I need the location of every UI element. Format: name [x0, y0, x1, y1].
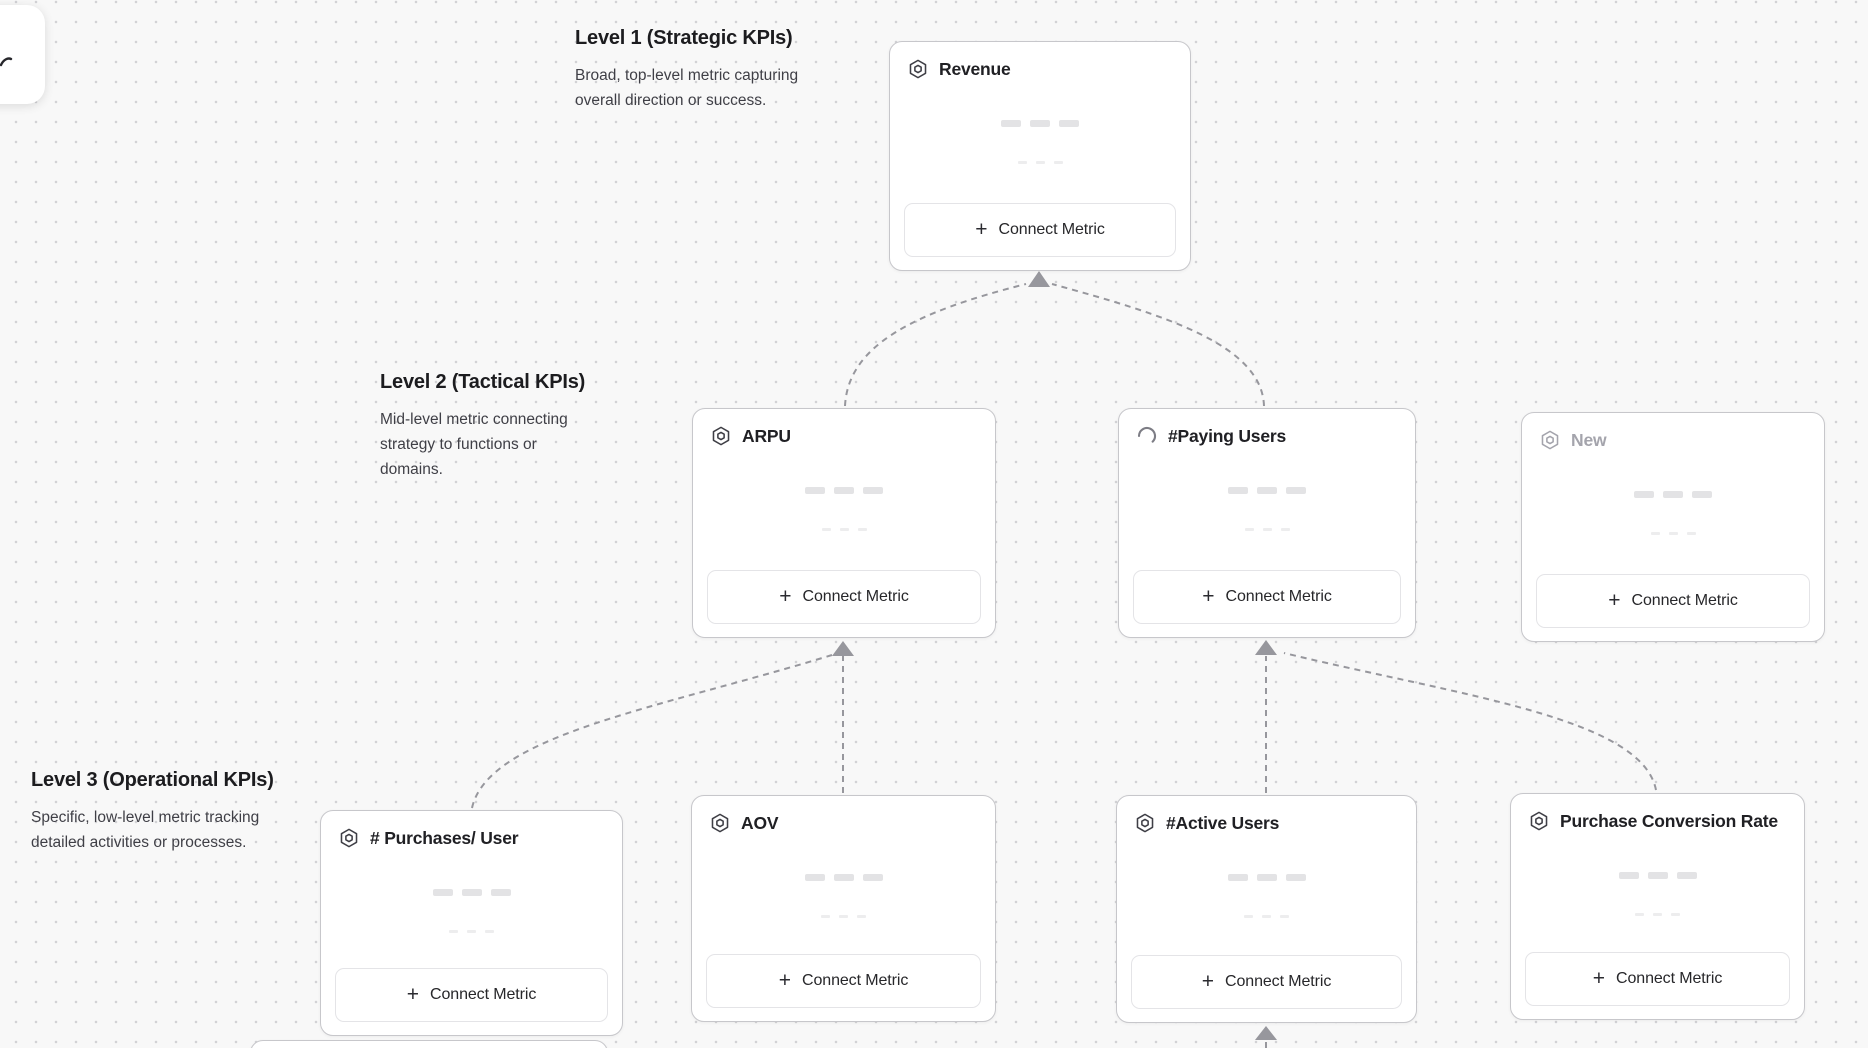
connect-metric-label: Connect Metric — [1225, 973, 1332, 990]
metric-card-paying-users[interactable]: #Paying Users + Connect Metric — [1118, 408, 1416, 638]
plus-icon: + — [1592, 966, 1606, 990]
connector-paying-revenue — [1051, 283, 1265, 407]
card-header: AOV — [709, 812, 779, 834]
metric-card-arpu[interactable]: ARPU + Connect Metric — [692, 408, 996, 638]
hexagon-metric-icon — [1539, 429, 1561, 451]
metric-card-active-users[interactable]: #Active Users + Connect Metric — [1116, 795, 1417, 1023]
metric-placeholder — [1522, 532, 1824, 535]
metric-placeholder — [692, 874, 995, 881]
card-header: Revenue — [907, 58, 1011, 80]
level-1-label: Level 1 (Strategic KPIs) Broad, top-leve… — [575, 27, 825, 113]
cursor-tool-button[interactable] — [0, 5, 45, 104]
metric-card-purchases-per-user[interactable]: # Purchases/ User + Connect Metric — [320, 810, 623, 1036]
connect-metric-button[interactable]: + Connect Metric — [904, 203, 1176, 257]
metric-card-aov[interactable]: AOV + Connect Metric — [691, 795, 996, 1022]
level-1-title: Level 1 (Strategic KPIs) — [575, 27, 793, 49]
plus-icon: + — [1608, 588, 1621, 612]
connector-purchases-arpu — [471, 654, 833, 809]
metric-placeholder — [693, 528, 995, 531]
connect-metric-label: Connect Metric — [998, 221, 1105, 238]
metric-placeholder — [1117, 915, 1416, 918]
card-title: Revenue — [939, 58, 1011, 79]
card-header: ARPU — [710, 425, 791, 447]
connect-metric-button[interactable]: + Connect Metric — [707, 570, 981, 624]
connector-pcr-paying — [1283, 652, 1657, 791]
level-3-title: Level 3 (Operational KPIs) — [31, 769, 274, 791]
card-title: ARPU — [742, 425, 791, 446]
connect-metric-button[interactable]: + Connect Metric — [1525, 952, 1790, 1006]
connect-metric-label: Connect Metric — [802, 972, 909, 989]
connect-metric-label: Connect Metric — [430, 986, 537, 1003]
plus-icon: + — [975, 217, 988, 241]
connect-metric-label: Connect Metric — [802, 588, 909, 605]
card-title: #Paying Users — [1168, 425, 1287, 446]
level-2-description: Mid-level metric connecting strategy to … — [380, 411, 568, 478]
metric-placeholder — [1117, 874, 1416, 881]
plus-icon: + — [779, 584, 792, 608]
spinner-icon — [1136, 425, 1158, 447]
level-1-description: Broad, top-level metric capturing overal… — [575, 67, 799, 109]
metric-placeholder — [1119, 528, 1415, 531]
connect-metric-button[interactable]: + Connect Metric — [335, 968, 608, 1022]
metric-placeholder — [692, 915, 995, 918]
metric-card-partial[interactable] — [250, 1040, 608, 1048]
arrowhead-paying — [1255, 640, 1277, 655]
metric-placeholder — [890, 120, 1190, 127]
metric-placeholder — [1511, 872, 1804, 879]
metric-card-new[interactable]: New + Connect Metric — [1521, 412, 1825, 642]
connect-metric-label: Connect Metric — [1225, 588, 1332, 605]
card-header: Purchase Conversion Rate — [1528, 810, 1778, 832]
hexagon-metric-icon — [709, 812, 731, 834]
hexagon-metric-icon — [1134, 812, 1156, 834]
plus-icon: + — [1202, 584, 1215, 608]
level-3-label: Level 3 (Operational KPIs) Specific, low… — [31, 769, 293, 855]
hexagon-metric-icon — [338, 827, 360, 849]
arrowhead-arpu — [832, 641, 854, 656]
metric-placeholder — [1119, 487, 1415, 494]
plus-icon: + — [406, 982, 420, 1006]
hexagon-metric-icon — [1528, 810, 1550, 832]
metric-placeholder — [890, 161, 1190, 164]
arrowhead-revenue — [1028, 271, 1050, 287]
card-header: #Active Users — [1134, 812, 1279, 834]
card-header: #Paying Users — [1136, 425, 1286, 447]
connector-arpu-revenue — [844, 283, 1027, 407]
hexagon-metric-icon — [907, 58, 929, 80]
metric-placeholder — [321, 889, 622, 896]
card-title: #Active Users — [1166, 812, 1280, 833]
card-title: New — [1571, 429, 1607, 450]
plus-icon: + — [778, 968, 792, 992]
hexagon-metric-icon — [710, 425, 732, 447]
metric-placeholder — [1522, 491, 1824, 498]
level-2-title: Level 2 (Tactical KPIs) — [380, 371, 586, 393]
card-title: # Purchases/ User — [370, 827, 519, 848]
card-header: # Purchases/ User — [338, 827, 519, 849]
card-header: New — [1539, 429, 1607, 451]
metric-placeholder — [693, 487, 995, 494]
connect-metric-button[interactable]: + Connect Metric — [1133, 570, 1401, 624]
card-title: Purchase Conversion Rate — [1560, 810, 1778, 831]
plus-icon: + — [1201, 969, 1215, 993]
arrowhead-active — [1255, 1026, 1277, 1040]
connect-metric-label: Connect Metric — [1616, 970, 1723, 987]
cursor-icon — [0, 57, 13, 67]
metric-placeholder — [1511, 913, 1804, 916]
connect-metric-button[interactable]: + Connect Metric — [706, 954, 981, 1008]
level-3-description: Specific, low-level metric tracking deta… — [31, 809, 260, 851]
connect-metric-label: Connect Metric — [1631, 592, 1738, 609]
metric-card-revenue[interactable]: Revenue + Connect Metric — [889, 41, 1191, 271]
metric-card-purchase-conversion-rate[interactable]: Purchase Conversion Rate + Connect Metri… — [1510, 793, 1805, 1020]
metric-placeholder — [321, 930, 622, 933]
level-2-label: Level 2 (Tactical KPIs) Mid-level metric… — [380, 371, 598, 482]
connect-metric-button[interactable]: + Connect Metric — [1536, 574, 1810, 628]
connect-metric-button[interactable]: + Connect Metric — [1131, 955, 1402, 1009]
card-title: AOV — [741, 812, 779, 833]
